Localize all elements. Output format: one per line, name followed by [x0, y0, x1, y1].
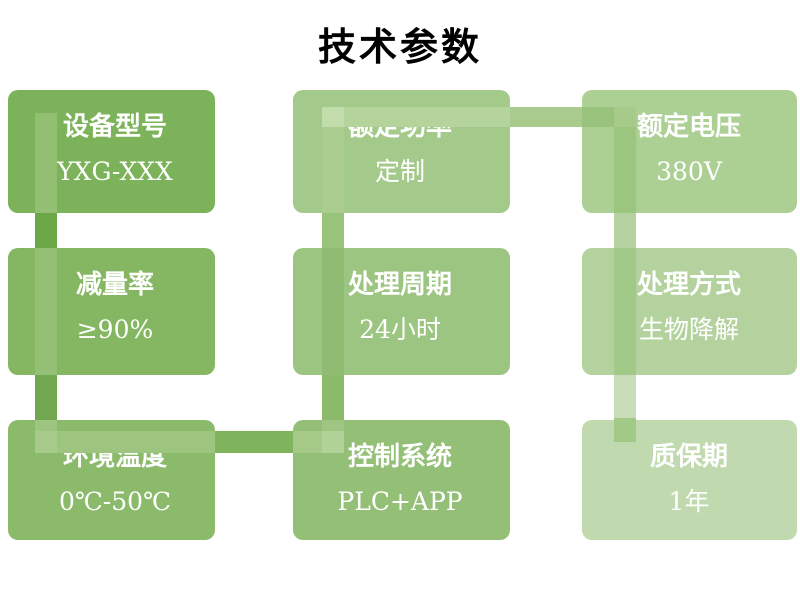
param-label: 控制系统 — [347, 442, 452, 472]
param-label: 减量率 — [75, 270, 154, 300]
connector-segment-bottom-run-in-box8 — [293, 431, 322, 453]
connector-segment-left-gap-1 — [35, 213, 57, 248]
connector-segment-bottom-gap — [215, 431, 293, 453]
connector-segment-right-run-in-box3 — [614, 127, 636, 213]
param-label: 设备型号 — [62, 112, 167, 142]
connector-segment-left-run-in-box7 — [35, 420, 57, 431]
connector-segment-left-gap-2 — [35, 375, 57, 420]
param-value: 0℃-50℃ — [58, 487, 172, 517]
connector-segment-middle-run-in-box8 — [322, 420, 344, 431]
slide-title: 技术参数 — [317, 27, 482, 69]
connector-segment-middle-gap-1 — [322, 213, 344, 248]
param-label: 额定电压 — [636, 112, 741, 142]
connector-segment-corner-top-right — [614, 107, 636, 127]
param-value: YXG-XXX — [57, 157, 173, 187]
connector-segment-right-gap-1 — [614, 213, 636, 248]
param-value: 24小时 — [359, 315, 441, 345]
connector-segment-middle-run-in-box2 — [322, 127, 344, 213]
connector-segment-corner-top-middle — [322, 107, 344, 127]
param-value: 1年 — [668, 487, 710, 517]
param-label: 质保期 — [649, 442, 728, 472]
param-value: PLC+APP — [337, 487, 463, 517]
connector-segment-left-run-in-box1 — [35, 113, 57, 213]
connector-segment-right-gap-2 — [614, 375, 636, 418]
connector-segment-corner-bottom-middle — [322, 431, 344, 453]
connector-segment-top-gap — [510, 107, 582, 127]
connector-segment-left-run-in-box4 — [35, 248, 57, 375]
connector-segment-right-run-in-box6 — [614, 248, 636, 375]
connector-segment-top-run-in-box3 — [582, 107, 614, 127]
connector-segment-bottom-run-in-box7 — [57, 431, 215, 453]
connector-segment-right-end-in-box9 — [614, 418, 636, 442]
connector-segment-middle-gap-2 — [322, 375, 344, 420]
connector-segment-top-run-in-box2 — [344, 107, 510, 127]
param-label: 处理方式 — [636, 270, 741, 300]
param-value: 生物降解 — [638, 315, 739, 345]
param-value: ≥90% — [76, 315, 154, 345]
param-label: 处理周期 — [347, 270, 452, 300]
connector-segment-corner-bottom-left — [35, 431, 57, 453]
param-value: 380V — [656, 157, 722, 187]
connector-segment-middle-run-in-box5 — [322, 248, 344, 375]
param-value: 定制 — [374, 157, 425, 187]
